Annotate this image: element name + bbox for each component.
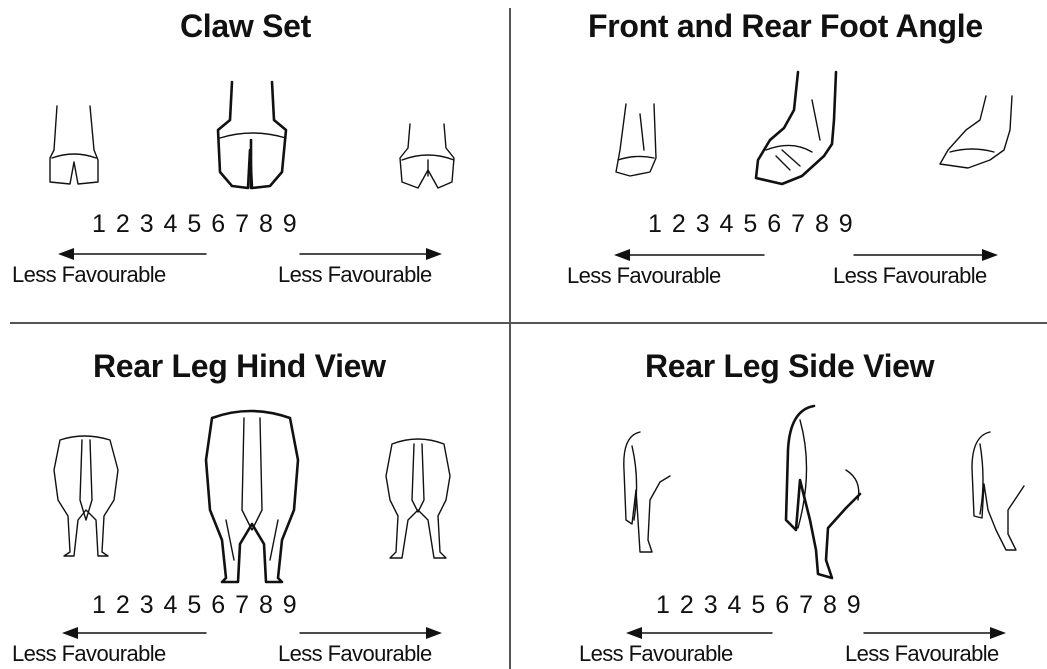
rear-side-right-label: Less Favourable <box>845 641 999 667</box>
rear-side-left-label: Less Favourable <box>579 641 733 667</box>
